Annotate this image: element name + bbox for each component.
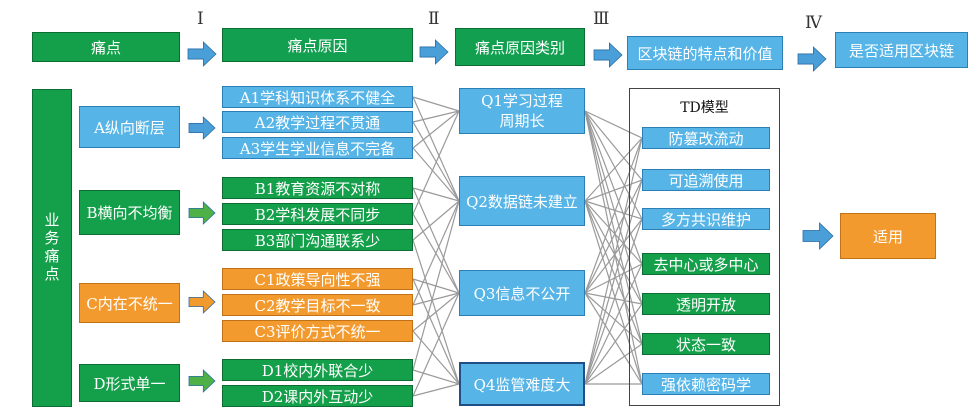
connector-cat-3-td-4 [584, 303, 643, 385]
td-item-consensus: 多方共识维护 [642, 208, 770, 230]
connector-cat-1-td-4 [584, 200, 643, 305]
connector-cat-2-td-1 [584, 179, 643, 294]
connector-cause-5-cat-1 [412, 200, 460, 241]
connector-cause-9-cat-3 [412, 369, 460, 385]
connector-cat-3-td-5 [584, 343, 643, 385]
connector-cause-2-cat-1 [412, 147, 460, 202]
business-pain-label: 业务痛点 [32, 89, 72, 407]
result-applicable: 适用 [840, 213, 936, 259]
connector-cat-2-td-6 [584, 292, 643, 385]
header-blockchain-value: 区块链的特点和价值 [627, 36, 783, 70]
connector-cat-3-td-1 [584, 179, 643, 385]
arrow-group-c [188, 290, 216, 314]
pain-group-d: D形式单一 [79, 364, 180, 402]
connector-cause-8-cat-3 [412, 330, 460, 385]
arrow-stage-1 [187, 41, 217, 67]
connector-cat-1-td-1 [584, 179, 643, 202]
connector-cause-3-cat-1 [412, 187, 460, 202]
connector-cause-9-cat-1 [412, 200, 460, 371]
connector-cause-0-cat-0 [412, 96, 460, 112]
pain-group-a: A纵向断层 [79, 106, 180, 148]
connector-cause-2-cat-0 [412, 110, 460, 149]
connector-cause-6-cat-3 [412, 278, 460, 385]
td-model-frame [629, 88, 780, 406]
arrow-stage-2 [419, 39, 449, 65]
stage-label-3: Ⅲ [593, 9, 610, 29]
category-q1: Q1学习过程周期长 [459, 88, 585, 134]
td-item-traceable: 可追溯使用 [642, 169, 770, 191]
connector-cause-1-cat-0 [412, 110, 460, 123]
arrow-stage-4 [797, 46, 827, 72]
flow-arrows [187, 39, 834, 393]
td-model-title: TD模型 [680, 100, 729, 116]
cause-c1: C1政策导向性不强 [222, 268, 413, 290]
cause-c3: C3评价方式不统一 [222, 320, 413, 342]
arrow-group-a [188, 116, 216, 140]
stage-label-4: Ⅳ [805, 13, 822, 33]
category-q4: Q4监管难度大 [459, 362, 585, 406]
arrow-stage-3 [593, 42, 623, 68]
arrow-group-d [188, 369, 216, 393]
connector-cause-10-cat-3 [412, 383, 460, 397]
connector-cat-1-td-0 [584, 137, 643, 202]
connector-cat-1-td-5 [584, 200, 643, 345]
connector-cause-3-cat-2 [412, 187, 460, 294]
connector-cat-3-td-0 [584, 137, 643, 385]
connector-cat-0-td-1 [584, 110, 643, 181]
category-q3: Q3信息不公开 [459, 270, 585, 316]
connector-cat-1-td-6 [584, 200, 643, 385]
arrow-to-result [802, 222, 834, 250]
connector-cat-2-td-0 [584, 137, 643, 294]
td-item-transparent: 透明开放 [642, 293, 770, 315]
cause-d2: D2课内外互动少 [222, 385, 413, 407]
cause-a3: A3学生学业信息不完备 [222, 137, 413, 159]
cause-a2: A2教学过程不贯通 [222, 111, 413, 133]
connector-cause-7-cat-1 [412, 200, 460, 306]
connector-lines [412, 96, 643, 397]
header-cause-type: 痛点原因类别 [455, 28, 585, 66]
connector-cause-7-cat-2 [412, 292, 460, 306]
connector-cat-0-td-2 [584, 110, 643, 220]
header-cause: 痛点原因 [222, 28, 413, 62]
connector-cat-2-td-3 [584, 263, 643, 294]
cause-d1: D1校内外联合少 [222, 359, 413, 381]
cause-b3: B3部门沟通联系少 [222, 229, 413, 251]
connector-cause-8-cat-2 [412, 292, 460, 332]
td-item-consistent: 状态一致 [642, 333, 770, 355]
connector-cause-10-cat-2 [412, 292, 460, 397]
connector-cat-0-td-3 [584, 110, 643, 265]
connector-cat-3-td-2 [584, 218, 643, 385]
connector-cat-0-td-5 [584, 110, 643, 345]
category-q2: Q2数据链未建立 [459, 176, 585, 226]
connector-cat-2-td-5 [584, 292, 643, 345]
connector-cat-2-td-4 [584, 292, 643, 305]
stage-label-2: Ⅱ [428, 9, 440, 29]
connector-cat-0-td-6 [584, 110, 643, 385]
td-item-decentralized: 去中心或多中心 [642, 253, 770, 275]
cause-b2: B2学科发展不同步 [222, 203, 413, 225]
pain-group-b: B横向不均衡 [79, 190, 180, 235]
cause-c2: C2教学目标不一致 [222, 294, 413, 316]
connector-cat-1-td-3 [584, 200, 643, 265]
td-item-cryptography: 强依赖密码学 [642, 373, 770, 395]
cause-b1: B1教育资源不对称 [222, 177, 413, 199]
connector-cat-3-td-3 [584, 263, 643, 385]
pain-group-c: C内在不统一 [79, 283, 180, 323]
connector-cat-2-td-2 [584, 218, 643, 294]
connector-cat-0-td-4 [584, 110, 643, 305]
header-pain: 痛点 [32, 32, 180, 62]
arrow-group-b [188, 201, 216, 225]
connector-cause-0-cat-1 [412, 96, 460, 202]
connector-cat-0-td-0 [584, 110, 643, 139]
td-item-tamper-proof: 防篡改流动 [642, 127, 770, 149]
cause-a1: A1学科知识体系不健全 [222, 86, 413, 108]
header-applicable: 是否适用区块链 [835, 32, 968, 68]
stage-label-1: Ⅰ [197, 9, 204, 29]
connector-cause-4-cat-0 [412, 110, 460, 215]
